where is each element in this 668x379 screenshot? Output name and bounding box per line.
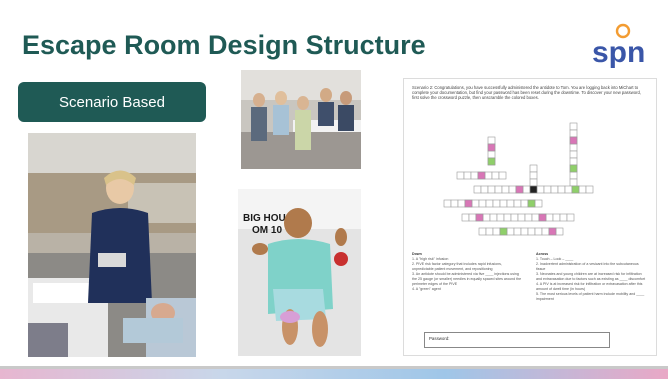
manikin-sign-line1: BIG HOU bbox=[243, 213, 286, 224]
across-clue: 3. Neonates and young children are at in… bbox=[536, 272, 646, 281]
scenario-badge: Scenario Based bbox=[18, 82, 206, 122]
bottom-gradient-band bbox=[0, 369, 668, 379]
down-clue: 1. A "high risk" infusion bbox=[412, 257, 449, 261]
down-clue: 3. An antidote should be administered vi… bbox=[412, 272, 522, 286]
across-clue: 2. Inadvertent administration of a vesic… bbox=[536, 262, 639, 271]
across-clue: 4. A PIV is at increased risk for infilt… bbox=[536, 282, 643, 291]
manikin-sign-line2: OM 10 bbox=[252, 225, 282, 236]
down-clue: 4. A "green" agent bbox=[412, 287, 441, 291]
slide-title: Escape Room Design Structure bbox=[22, 30, 426, 60]
across-clues: Across 1. Touch – Look – ____ 2. Inadver… bbox=[536, 252, 646, 302]
across-heading: Across bbox=[536, 252, 549, 256]
scenario-intro-text: Scenario 2: Congratulations, you have su… bbox=[412, 85, 641, 101]
down-clue: 2. PIVE risk factor category that includ… bbox=[412, 262, 502, 271]
scenario-badge-label: Scenario Based bbox=[59, 93, 165, 111]
down-heading: Down bbox=[412, 252, 422, 256]
manikin-photo: BIG HOU OM 10 bbox=[238, 189, 361, 356]
spn-logo: spn bbox=[590, 22, 660, 72]
down-clues: Down 1. A "high risk" infusion 2. PIVE r… bbox=[412, 252, 522, 292]
across-clue: 5. The most serious levels of patient ha… bbox=[536, 292, 645, 301]
classroom-participant-photo bbox=[28, 133, 196, 357]
team-activity-photo bbox=[241, 70, 361, 169]
logo-text: spn bbox=[592, 36, 645, 69]
password-label: Password: bbox=[429, 336, 450, 341]
password-box: Password: bbox=[424, 332, 610, 348]
crossword-grid bbox=[443, 122, 594, 236]
bottom-divider bbox=[0, 366, 668, 369]
across-clue: 1. Touch – Look – ____ bbox=[536, 257, 574, 261]
crossword-document: Scenario 2: Congratulations, you have su… bbox=[403, 78, 657, 356]
